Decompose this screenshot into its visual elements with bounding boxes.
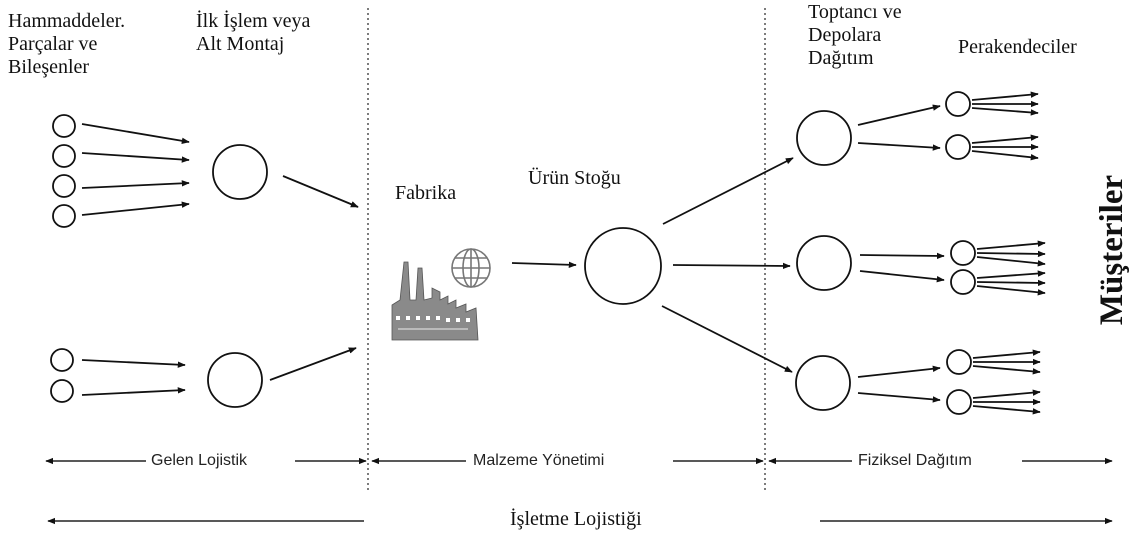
wholesale-node: [795, 355, 851, 411]
flow-arrow: [857, 104, 941, 126]
wholesale-node: [796, 110, 852, 166]
raw-material-node: [50, 348, 74, 372]
raw-material-node: [52, 144, 76, 168]
flow-arrow: [972, 389, 1041, 399]
wholesale-node: [796, 235, 852, 291]
flow-arrow: [81, 359, 186, 368]
retailer-node: [950, 269, 976, 295]
flow-arrow: [972, 405, 1041, 415]
flow-arrow: [859, 270, 945, 283]
flow-arrow: [857, 142, 941, 151]
flow-arrow: [972, 349, 1041, 359]
factory-icon: [391, 261, 479, 341]
flow-arrow: [976, 250, 1046, 258]
section-inbound-logistics: Gelen Lojistik: [148, 452, 251, 470]
section-physical-distribution: Fiziksel Dağıtım: [855, 452, 975, 470]
flow-arrow: [269, 347, 357, 381]
flow-arrow: [971, 150, 1039, 161]
flow-arrow: [976, 279, 1046, 287]
flow-arrow: [972, 365, 1041, 375]
label-customers: Müşteriler: [1094, 174, 1130, 326]
retailer-node: [950, 240, 976, 266]
flow-arrow: [976, 285, 1046, 296]
flow-arrow: [81, 152, 190, 163]
label-raw-materials: Hammaddeler. Parçalar ve Bileşenler: [8, 10, 126, 78]
flow-arrow: [857, 392, 941, 403]
retailer-node: [945, 91, 971, 117]
flow-arrow: [661, 305, 793, 373]
flow-arrow: [976, 256, 1046, 267]
flow-arrow: [81, 387, 186, 396]
raw-material-node: [52, 114, 76, 138]
section-materials-management: Malzeme Yönetimi: [470, 452, 608, 470]
label-product-stock: Ürün Stoğu: [528, 167, 621, 189]
raw-material-node: [50, 379, 74, 403]
label-subassembly: İlk İşlem veya Alt Montaj: [196, 10, 311, 55]
product-stock-node: [584, 227, 662, 305]
label-retailers: Perakendeciler: [958, 36, 1077, 58]
raw-material-node: [52, 174, 76, 198]
flow-arrow: [662, 157, 794, 225]
label-business-logistics: İşletme Lojistiği: [510, 508, 642, 530]
flow-arrow: [976, 240, 1046, 250]
retailer-node: [946, 389, 972, 415]
subassembly-node: [212, 144, 268, 200]
flow-arrow: [81, 180, 190, 189]
flow-arrow: [976, 270, 1046, 279]
flow-arrow: [672, 262, 791, 270]
raw-material-node: [52, 204, 76, 228]
retailer-node: [946, 349, 972, 375]
subassembly-node: [207, 352, 263, 408]
label-factory: Fabrika: [395, 182, 457, 204]
flow-arrow: [282, 175, 359, 208]
flow-arrow: [859, 252, 945, 260]
flow-arrow: [971, 91, 1039, 101]
label-wholesale: Toptancı ve Depolara Dağıtım: [808, 1, 902, 69]
retailer-node: [945, 134, 971, 160]
globe-icon: [451, 248, 491, 288]
flow-arrow: [971, 134, 1039, 144]
flow-arrow: [81, 201, 190, 216]
flow-arrow: [971, 107, 1039, 116]
flow-arrow: [511, 261, 577, 268]
flow-arrow: [857, 365, 941, 378]
flow-arrow: [81, 123, 190, 144]
